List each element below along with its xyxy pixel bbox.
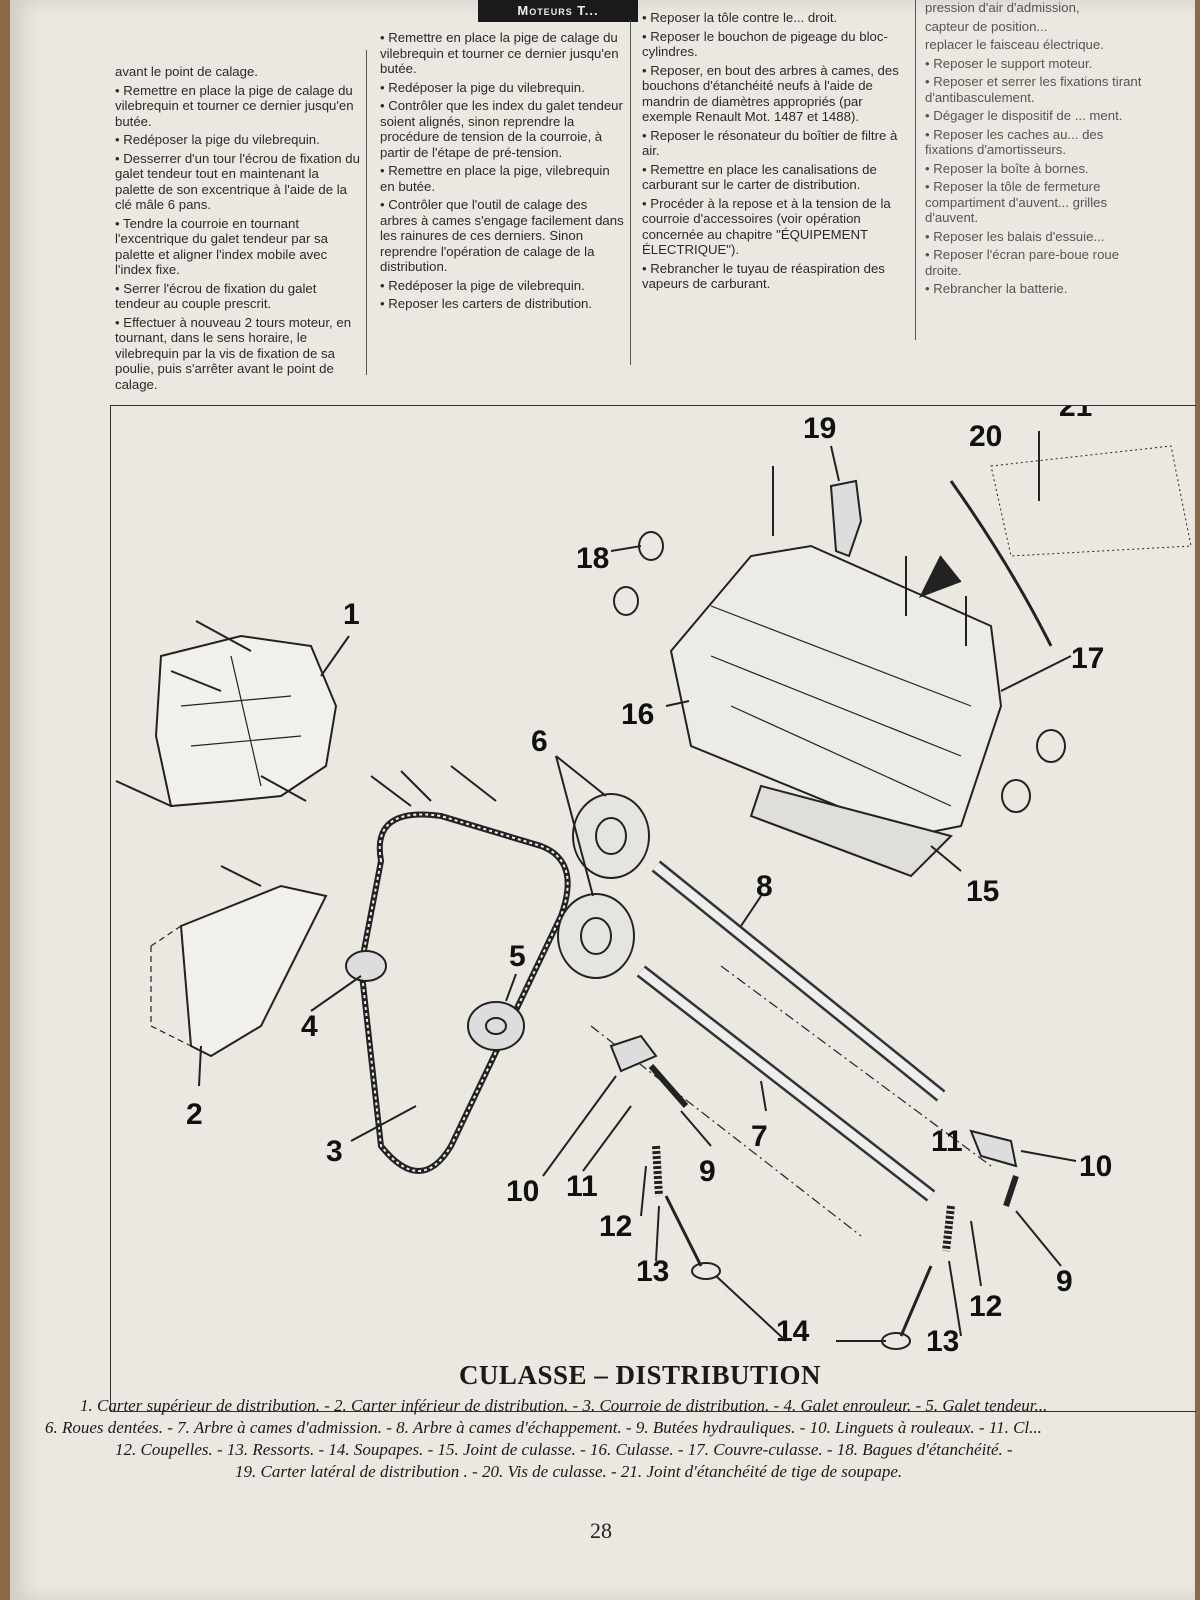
- camshaft-sprocket-bottom: [557, 893, 635, 979]
- callout-16: 16: [621, 698, 654, 731]
- callout-2: 2: [186, 1098, 203, 1131]
- callout-4: 4: [301, 1010, 318, 1043]
- callout-8: 8: [756, 870, 773, 903]
- callout-9: 9: [699, 1155, 716, 1188]
- paragraph: capteur de position...: [925, 18, 1048, 34]
- paragraph: • Reposer, en bout des arbres à cames, d…: [642, 62, 899, 125]
- text-column-2: • Remettre en place la pige de calage du…: [380, 30, 625, 315]
- callout-13: 13: [636, 1255, 669, 1288]
- paragraph: • Remettre en place la pige de calage du…: [380, 30, 619, 76]
- side-timing-cover-part: [829, 479, 863, 558]
- paragraph: • Remettre en place la pige, vilebrequin…: [380, 163, 610, 194]
- callout-20: 20: [969, 420, 1002, 453]
- callout-12b: 12: [969, 1290, 1002, 1323]
- callout-14: 14: [776, 1315, 810, 1348]
- callout-11b: 11: [931, 1125, 963, 1158]
- callout-3: 3: [326, 1135, 343, 1168]
- paragraph: replacer le faisceau électrique.: [925, 37, 1104, 52]
- paragraph: • Reposer la boîte à bornes.: [925, 160, 1089, 176]
- page-number: 28: [590, 1518, 612, 1543]
- legend-line-2: 6. Roues dentées. - 7. Arbre à cames d'a…: [45, 1418, 1042, 1437]
- paragraph: • Rebrancher le tuyau de réaspiration de…: [642, 260, 885, 292]
- legend-line-4: 19. Carter latéral de distribution . - 2…: [235, 1462, 903, 1481]
- exploded-diagram-frame: 1 2 3 4 5 6 7 8 9 9 10 10 11 11 12 12 13…: [110, 390, 1196, 1412]
- paragraph: • Reposer l'écran pare-boue roue droite.: [925, 247, 1120, 278]
- callout-6: 6: [531, 725, 548, 758]
- camshaft-sprocket-top: [572, 793, 650, 879]
- paragraph: • Redéposer la pige du vilebrequin.: [380, 79, 585, 95]
- legend-line-1: 1. Carter supérieur de distribution. - 2…: [80, 1396, 1048, 1415]
- callout-19: 19: [803, 412, 836, 445]
- callout-9b: 9: [1056, 1265, 1073, 1298]
- cylinder-head-timing-diagram: 1 2 3 4 5 6 7 8 9 9 10 10 11 11 12 12 13…: [115, 390, 1192, 1358]
- paragraph: • Rebrancher la batterie.: [925, 281, 1068, 296]
- callout-7: 7: [751, 1120, 768, 1153]
- paragraph: • Procéder à la repose et à la tension d…: [642, 195, 891, 258]
- paragraph: • Reposer le bouchon de pigeage du bloc-…: [642, 28, 888, 60]
- paragraph: • Reposer les caches au... des fixations…: [925, 126, 1104, 158]
- idler-pulley-part: [345, 950, 387, 982]
- cylinder-head-part: [669, 544, 1003, 838]
- oil-seal-part: [638, 531, 664, 561]
- callout-5: 5: [509, 940, 526, 973]
- paragraph: • Reposer le résonateur du boîtier de fi…: [642, 127, 898, 159]
- paragraph: • Remettre en place les canalisations de…: [642, 161, 877, 193]
- paragraph: • Effectuer à nouveau 2 tours moteur, en…: [115, 314, 352, 392]
- manual-page: Moteurs T... avant le point de calage. •…: [10, 0, 1196, 1600]
- paragraph: avant le point de calage.: [115, 64, 258, 79]
- paragraph: • Reposer le support moteur.: [925, 55, 1093, 71]
- paragraph: pression d'air d'admission,: [925, 0, 1080, 15]
- paragraph: • Redéposer la pige du vilebrequin.: [115, 132, 320, 147]
- text-column-3: • Reposer la tôle contre le... droit. • …: [642, 10, 912, 295]
- callout-18: 18: [576, 542, 609, 575]
- lower-timing-cover-part: [179, 884, 328, 1058]
- callout-21: 21: [1059, 406, 1092, 423]
- legend-line-3: 12. Coupelles. - 13. Ressorts. - 14. Sou…: [115, 1440, 1013, 1459]
- callout-17: 17: [1071, 642, 1104, 675]
- paragraph: • Reposer la tôle contre le... droit.: [642, 10, 838, 25]
- section-header-tab: Moteurs T...: [478, 0, 638, 22]
- paragraph: • Reposer les carters de distribution.: [380, 296, 593, 311]
- text-column-4: pression d'air d'admission, capteur de p…: [925, 0, 1155, 300]
- head-gasket-part: [749, 784, 953, 878]
- paragraph: • Contrôler que l'outil de calage des ar…: [380, 197, 624, 274]
- text-column-1: avant le point de calage. • Remettre en …: [115, 64, 360, 395]
- paragraph: • Remettre en place la pige de calage du…: [115, 82, 354, 129]
- callout-12: 12: [599, 1210, 632, 1243]
- callout-11: 11: [566, 1170, 598, 1203]
- paragraph: • Dégager le dispositif de ... ment.: [925, 108, 1123, 123]
- diagram-caption-title: CULASSE – DISTRIBUTION: [458, 1360, 822, 1390]
- paragraph: • Reposer et serrer les fixations tirant…: [925, 74, 1142, 105]
- callout-13b: 13: [926, 1325, 959, 1358]
- callout-15: 15: [966, 875, 999, 908]
- paragraph: • Serrer l'écrou de fixation du galet te…: [115, 280, 317, 312]
- paragraph: • Reposer la tôle de fermeture compartim…: [925, 179, 1108, 225]
- paragraph: • Desserrer d'un tour l'écrou de fixatio…: [115, 150, 360, 213]
- paragraph: • Tendre la courroie en tournant l'excen…: [115, 215, 328, 278]
- callout-1: 1: [343, 598, 360, 631]
- tensioner-pulley-part: [467, 1001, 525, 1051]
- callout-10b: 10: [1079, 1150, 1112, 1183]
- column-divider: [915, 0, 916, 340]
- paragraph: • Redéposer la pige de vilebrequin.: [380, 277, 585, 293]
- column-divider: [630, 20, 631, 365]
- callout-10: 10: [506, 1175, 539, 1208]
- paragraph: • Reposer les balais d'essuie...: [925, 228, 1105, 244]
- column-divider: [366, 50, 367, 375]
- paragraph: • Contrôler que les index du galet tende…: [380, 98, 623, 160]
